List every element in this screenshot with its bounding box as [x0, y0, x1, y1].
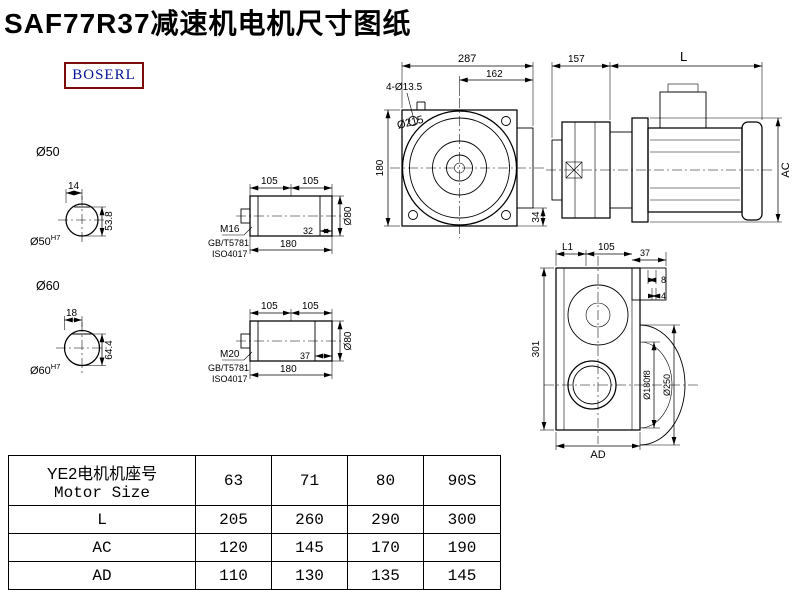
bolt-hole	[408, 210, 418, 220]
dia-fit-label: Ø60H7	[30, 362, 60, 377]
output-bore	[567, 360, 617, 410]
gearbox-output-view: L1 105 37 8 4 301 Ø180f8 Ø250 AD	[531, 242, 700, 460]
shaft-end-view-60: Ø60 18 64.4 Ø60H7	[30, 279, 115, 377]
gearbox-motor-side-view: 157 L AC	[546, 49, 792, 223]
table-row-AD: AD 110 130 135 145	[8, 561, 501, 590]
dia-label: Ø50	[36, 145, 60, 159]
technical-drawing: Ø50 14 53.8 Ø50H7 Ø60 18 64.4 Ø60H7	[30, 49, 792, 460]
total-len-dim: 180	[280, 364, 297, 375]
motor-size-header-cell: YE2电机机座号 Motor Size	[8, 455, 196, 506]
step-37-dim: 37	[640, 248, 650, 258]
row-label: L	[8, 505, 196, 534]
shaft-section-circle	[65, 203, 99, 237]
spigot-dia-dim: Ø180f8	[642, 370, 652, 400]
flange-dia-label: Ø215	[396, 114, 425, 132]
boserl-logo: BOSERL	[64, 62, 144, 89]
dia-fit-label: Ø50H7	[30, 233, 60, 248]
terminal-box	[659, 91, 707, 129]
len-b-dim: 105	[302, 301, 319, 312]
len-b-dim: 105	[302, 176, 319, 187]
len-105-dim: 105	[598, 242, 615, 253]
std-iso-label: ISO4017	[212, 249, 248, 259]
step-8-dim: 8	[661, 275, 666, 285]
table-cell: 120	[195, 533, 272, 562]
table-cell-size: 63	[195, 455, 272, 506]
output-housing	[555, 267, 641, 431]
shaft-dia-dim: Ø80	[343, 206, 354, 225]
motor-length-dim: L	[680, 49, 687, 64]
shaft-section-circle	[63, 329, 101, 367]
foot-height-dim: 34	[531, 211, 542, 223]
bolt-hole	[408, 116, 418, 126]
row-label: AC	[8, 533, 196, 562]
key-width-dim: 14	[68, 181, 80, 192]
overall-width-dim: 287	[458, 53, 476, 65]
gear-length-dim: 157	[568, 54, 585, 65]
motor-height-dim: AC	[780, 162, 792, 177]
total-len-dim: 180	[280, 239, 297, 250]
bolt-holes-label: 4-Ø13.5	[386, 82, 423, 93]
table-cell: 110	[195, 561, 272, 590]
height-301-dim: 301	[531, 340, 542, 357]
table-header-row: YE2电机机座号 Motor Size 63 71 80 90S	[8, 455, 501, 506]
table-cell-size: 80	[347, 455, 424, 506]
flange-arc-outer	[639, 324, 686, 446]
table-row-L: L 205 260 290 300	[8, 505, 501, 534]
std-gb-label: GB/T5781	[208, 238, 249, 248]
std-gb-label: GB/T5781	[208, 363, 249, 373]
step-4-dim: 4	[661, 291, 666, 301]
fan-cowl	[741, 121, 763, 221]
page-title: SAF77R37减速机电机尺寸图纸	[4, 8, 412, 39]
table-cell: 130	[271, 561, 348, 590]
key-height-dim: 64.4	[104, 340, 115, 360]
table-cell: 145	[423, 561, 501, 590]
key-width-dim: 18	[66, 308, 78, 319]
table-cell: 260	[271, 505, 348, 534]
table-row-AC: AC 120 145 170 190	[8, 533, 501, 562]
bolt-label: M20	[220, 349, 240, 360]
motor-dimension-table: YE2电机机座号 Motor Size 63 71 80 90S L 205 2…	[8, 455, 501, 590]
motor-size-header-cn: YE2电机机座号	[46, 465, 158, 483]
table-cell: 145	[271, 533, 348, 562]
len-a-dim: 105	[261, 301, 278, 312]
table-cell: 300	[423, 505, 501, 534]
shaft-side-view-m20: 105 105 37 180 Ø80 M20 GB/T5781 ISO4017	[208, 301, 354, 384]
table-cell: 135	[347, 561, 424, 590]
table-cell: 290	[347, 505, 424, 534]
key-height-dim: 53.8	[104, 211, 115, 231]
width-ad-dim: AD	[590, 449, 605, 460]
shaft-side-view-m16: 105 105 32 180 Ø80 M16 GB/T5781 ISO4017	[208, 176, 354, 259]
gearbox-front-view: 287 162 4-Ø13.5 Ø215 180 34	[375, 53, 547, 238]
shaft-end-view-50: Ø50 14 53.8 Ø50H7	[30, 145, 115, 248]
bolt-hole	[501, 210, 511, 220]
len-l1-dim: L1	[562, 242, 574, 253]
thread-len-dim: 32	[303, 226, 313, 236]
motor-size-header-en: Motor Size	[53, 483, 150, 502]
table-cell-size: 71	[271, 455, 348, 506]
table-cell: 205	[195, 505, 272, 534]
height-dim: 180	[375, 159, 386, 176]
table-cell: 170	[347, 533, 424, 562]
right-width-dim: 162	[486, 69, 503, 80]
logo-text: BOSERL	[72, 67, 136, 83]
len-a-dim: 105	[261, 176, 278, 187]
shaft-dia-dim: Ø80	[343, 331, 354, 350]
table-cell: 190	[423, 533, 501, 562]
bolt-hole	[501, 116, 511, 126]
row-label: AD	[8, 561, 196, 590]
dia-label: Ø60	[36, 279, 60, 293]
thread-len-dim: 37	[300, 351, 310, 361]
bolt-label: M16	[220, 224, 240, 235]
std-iso-label: ISO4017	[212, 374, 248, 384]
table-cell-size: 90S	[423, 455, 501, 506]
flange-dia-dim: Ø250	[662, 374, 672, 396]
